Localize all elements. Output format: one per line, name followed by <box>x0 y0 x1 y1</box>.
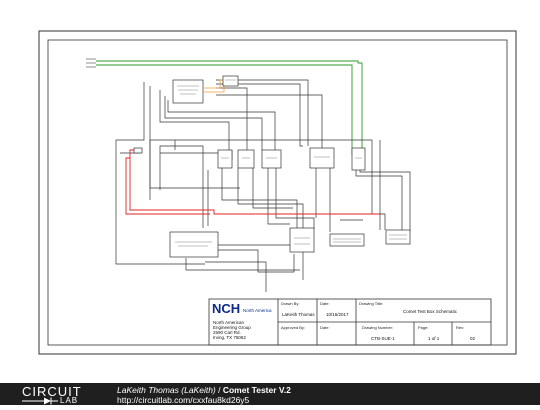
title-separator: / <box>215 385 223 395</box>
project-name[interactable]: Comet Tester V.2 <box>222 385 291 395</box>
rev-value: 02 <box>470 336 476 341</box>
connector-block-a <box>217 149 233 169</box>
drawing-title-label: Drawing Title: <box>359 301 384 306</box>
drawing-number-label: Drawing Number: <box>362 325 394 330</box>
drawn-by-value: LaKeith Thomas <box>282 312 315 317</box>
approved-by-label: Approved By: <box>281 325 306 330</box>
circuit-symbol-icon <box>22 397 58 405</box>
red-wire <box>125 149 380 215</box>
drawing-number-value: CTB-SUE-1 <box>371 336 395 341</box>
project-author[interactable]: LaKeith Thomas (LaKeith) <box>117 385 216 395</box>
drawn-by-label: Drawn By: <box>281 301 300 306</box>
footer-bar: CIRCUIT LAB LaKeith Thomas (LaKeith) / C… <box>0 383 540 405</box>
terminal-block <box>385 229 411 245</box>
date2-label: Date: <box>320 325 330 330</box>
company-address-line-3: 2590 Carl Rd. <box>213 330 241 335</box>
relay-block-top <box>222 75 239 87</box>
power-supply-block <box>172 79 204 104</box>
connector-block-c <box>261 149 282 169</box>
outer-frame <box>38 30 517 355</box>
page-label: Page: <box>418 325 429 330</box>
connector-block-e <box>351 147 366 171</box>
green-wire <box>96 60 363 155</box>
page-value: 1 of 1 <box>428 336 440 341</box>
project-url-link[interactable]: http://circuitlab.com/cxxfau8kd26y5 <box>117 395 250 405</box>
date-label: Date: <box>320 301 330 306</box>
company-address-line-4: Irving, TX 75062 <box>213 335 246 340</box>
fuse-block <box>133 147 143 154</box>
rev-label: Rev: <box>456 325 465 330</box>
company-logo-subtitle: North America <box>243 308 272 313</box>
component-blocks <box>133 75 411 258</box>
connector-block-b <box>237 149 255 169</box>
driver-block <box>289 227 315 253</box>
company-logo: NCH <box>212 301 241 316</box>
company-address-line-2: Engineering Group <box>213 325 251 330</box>
project-title: LaKeith Thomas (LaKeith) / Comet Tester … <box>117 385 291 395</box>
circuitlab-logo-bottom: LAB <box>60 396 79 405</box>
wiring-network <box>115 79 411 292</box>
sensor-block <box>329 233 365 247</box>
connector-top-left <box>86 58 96 68</box>
drawing-title-value: Comet Test Box Schematic <box>403 309 457 314</box>
controller-block <box>169 231 219 258</box>
block-annotations <box>175 79 407 247</box>
circuitlab-logo-top: CIRCUIT <box>22 384 82 399</box>
title-block-grid <box>208 298 492 346</box>
date-value: 10/16/2017 <box>326 312 349 317</box>
company-address-line-1: North American <box>213 320 245 325</box>
connector-block-d <box>309 147 335 169</box>
